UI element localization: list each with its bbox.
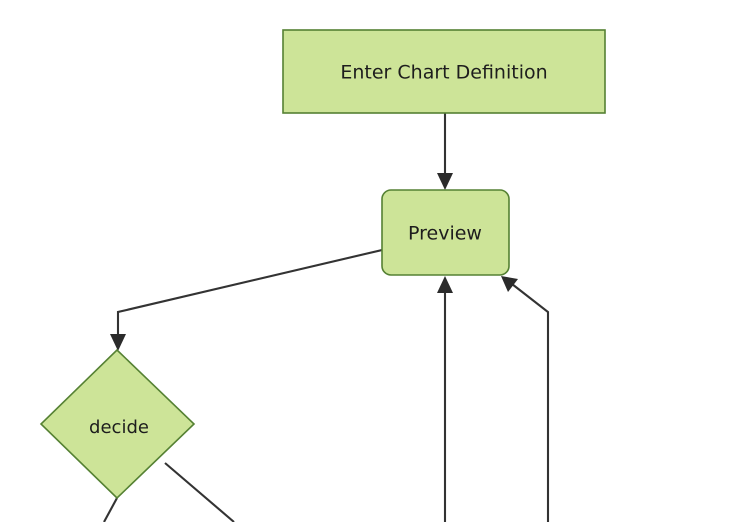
edge-preview-to-decide-arrowhead: [110, 334, 126, 351]
edge-bottom-center-to-preview: [437, 276, 453, 522]
edge-decide-to-below-left: [103, 497, 118, 522]
edge-preview-to-decide: [110, 248, 383, 351]
node-decide-label: decide: [89, 417, 149, 438]
node-preview[interactable]: Preview: [381, 189, 510, 276]
edge-enter-to-preview-arrowhead: [437, 173, 453, 190]
edge-enter-to-preview: [437, 113, 453, 190]
node-decide-shape[interactable]: [39, 348, 196, 500]
edge-bottom-right-to-preview-line: [511, 283, 550, 522]
edge-preview-to-decide-line: [116, 248, 383, 338]
edge-bottom-center-to-preview-arrowhead: [437, 276, 453, 293]
edge-bottom-right-to-preview-arrowhead: [501, 276, 518, 292]
node-preview-shape[interactable]: [381, 189, 510, 276]
edge-decide-to-below-right: [164, 462, 235, 522]
node-enter-chart-definition[interactable]: Enter Chart Definition: [282, 29, 606, 114]
edge-decide-to-below-right-line: [164, 462, 235, 522]
node-enter-chart-definition-shape[interactable]: [282, 29, 606, 114]
node-preview-label: Preview: [408, 223, 482, 245]
edge-decide-to-below-left-line: [103, 497, 118, 522]
node-decide[interactable]: decide: [39, 348, 196, 500]
edge-bottom-right-to-preview: [501, 276, 550, 522]
node-enter-chart-definition-label: Enter Chart Definition: [340, 62, 547, 84]
